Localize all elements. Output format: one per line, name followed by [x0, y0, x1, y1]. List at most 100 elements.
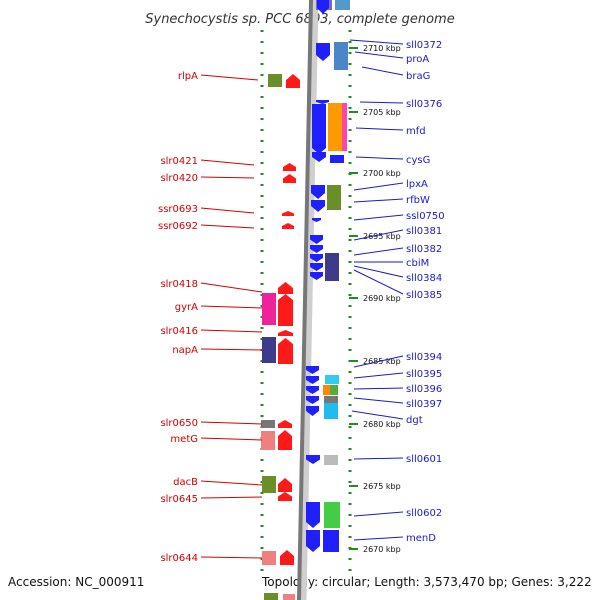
right-leader-line: [353, 387, 404, 390]
right-leader-line: [355, 127, 404, 131]
left-leader-line: [200, 282, 263, 293]
left-leader-line: [200, 480, 263, 486]
map-title: Synechocystis sp. PCC 6803, complete gen…: [145, 12, 454, 27]
forward-gene-3: [282, 211, 294, 216]
left-leader-line: [200, 74, 259, 81]
right-label-proa: proA: [406, 54, 429, 65]
left-leader-line: [200, 159, 255, 166]
forward-gene-13: [280, 550, 294, 565]
slr0644-block: [262, 551, 276, 565]
slr0650-block: [261, 420, 275, 428]
dgt-block: [324, 403, 338, 419]
block-b: [335, 0, 350, 10]
kbp-label-2695-kbp: 2695 kbp: [363, 232, 401, 241]
right-label-sll0601: sll0601: [406, 454, 442, 465]
right-leader-line: [354, 51, 404, 59]
bottom-pink-block: [283, 594, 295, 600]
right-leader-line: [353, 214, 404, 221]
left-label-slr0644: slr0644: [160, 553, 198, 564]
topology-text: Topology: circular; Length: 3,573,470 bp…: [261, 575, 592, 589]
right-label-sll0602: sll0602: [406, 508, 442, 519]
gene-track: [261, 0, 350, 600]
left-leader-line: [200, 176, 255, 179]
left-label-slr0650: slr0650: [160, 418, 198, 429]
right-leader-line: [355, 156, 404, 160]
right-label-sll0382: sll0382: [406, 244, 442, 255]
right-leader-line: [353, 372, 404, 379]
kbp-label-2690-kbp: 2690 kbp: [363, 294, 401, 303]
kbp-label-2670-kbp: 2670 kbp: [363, 545, 401, 554]
kbp-label-2680-kbp: 2680 kbp: [363, 420, 401, 429]
sll0397-block: [324, 396, 338, 403]
left-label-slr0645: slr0645: [160, 494, 198, 505]
left-label-slr0420: slr0420: [160, 173, 198, 184]
right-label-sll0384: sll0384: [406, 273, 442, 284]
reverse-gene-14: [306, 376, 319, 384]
reverse-gene-19: [306, 502, 320, 528]
right-label-lpxa: lpxA: [406, 179, 428, 190]
right-leader-line: [359, 101, 404, 104]
reverse-gene-18: [306, 455, 320, 464]
gyra-block: [262, 293, 276, 325]
left-label-slr0416: slr0416: [160, 326, 198, 337]
right-label-sll0385: sll0385: [406, 290, 442, 301]
sll0396-block-1: [323, 385, 330, 395]
left-label-slr0421: slr0421: [160, 156, 198, 167]
reverse-gene-20: [306, 530, 320, 552]
right-leader-line: [353, 198, 404, 203]
sll0395-block: [325, 375, 339, 384]
mfd-block-2: [342, 103, 347, 151]
forward-gene-10: [278, 430, 292, 450]
reverse-gene-11: [310, 263, 323, 271]
reverse-gene-12: [310, 272, 323, 280]
reverse-gene-2: [316, 100, 329, 104]
left-label-rlpa: rlpA: [178, 71, 198, 82]
reverse-gene-6: [311, 200, 325, 212]
mfd-block-1: [328, 103, 342, 151]
left-leader-line: [200, 421, 263, 425]
kbp-label-2700-kbp: 2700 kbp: [363, 169, 401, 178]
right-label-sll0381: sll0381: [406, 226, 442, 237]
right-label-mfd: mfd: [406, 126, 426, 137]
forward-gene-11: [278, 478, 292, 492]
forward-gene-1: [283, 163, 296, 171]
bottom-green-block: [264, 593, 278, 600]
left-leader-line: [200, 437, 263, 441]
label-layer: 2710 kbp 2705 kbp 2700 kbp 2695 kbp 2690 kbp…: [158, 39, 445, 564]
reverse-gene-7: [312, 218, 321, 222]
backbone-line: [297, 0, 313, 600]
right-label-dgt: dgt: [406, 415, 423, 426]
forward-gene-2: [283, 174, 296, 183]
left-label-metg: metG: [170, 434, 198, 445]
reverse-gene-4: [312, 152, 326, 162]
right-label-ssl0750: ssl0750: [406, 211, 445, 222]
accession-text: Accession: NC_000911: [8, 575, 144, 589]
metg-block: [261, 431, 275, 450]
left-label-gyra: gyrA: [175, 302, 198, 313]
forward-gene-4: [282, 223, 294, 229]
sll0601-block: [324, 455, 338, 465]
left-leader-line: [200, 329, 263, 333]
kbp-label-2710-kbp: 2710 kbp: [363, 44, 401, 53]
right-leader-line: [353, 536, 404, 541]
left-label-dacb: dacB: [173, 477, 198, 488]
left-label-ssr0693: ssr0693: [158, 204, 198, 215]
right-label-sll0376: sll0376: [406, 99, 442, 110]
left-label-napa: napA: [172, 345, 198, 356]
reverse-gene-5: [311, 185, 325, 199]
reverse-gene-8: [310, 235, 323, 244]
forward-gene-6: [278, 294, 293, 326]
kbp-label-2685-kbp: 2685 kbp: [363, 357, 401, 366]
reverse-gene-1: [316, 43, 330, 61]
reverse-gene-0: [317, 0, 329, 14]
kbp-label-2705-kbp: 2705 kbp: [363, 108, 401, 117]
sll0396-block-2: [330, 385, 338, 395]
left-leader-line: [200, 207, 255, 214]
right-leader-line: [353, 247, 404, 256]
rfbw-block: [327, 185, 341, 210]
forward-gene-5: [278, 282, 293, 294]
napa-block: [262, 337, 276, 363]
right-leader-line: [353, 355, 404, 368]
right-leader-line: [353, 457, 404, 460]
